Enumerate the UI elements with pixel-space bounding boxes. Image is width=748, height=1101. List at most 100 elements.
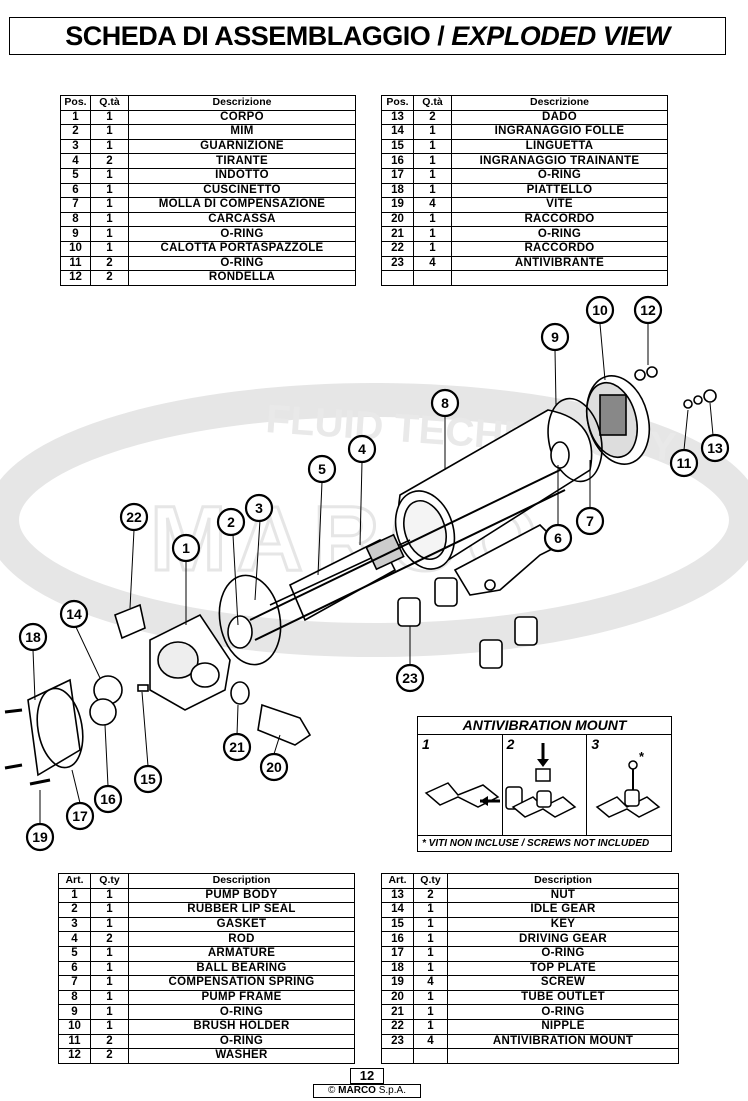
item-number: 17 <box>381 167 414 184</box>
key <box>137 684 149 692</box>
svg-text:23: 23 <box>402 670 418 686</box>
callout-20: 20 <box>259 752 289 782</box>
item-description: LINGUETTA <box>451 138 668 155</box>
svg-text:11: 11 <box>677 455 692 471</box>
page-number: 12 <box>350 1068 384 1084</box>
item-description: COMPENSATION SPRING <box>128 975 355 991</box>
svg-text:12: 12 <box>640 302 656 318</box>
item-number: 9 <box>58 1004 91 1020</box>
callout-5: 5 <box>307 454 337 484</box>
item-description: ROD <box>128 931 355 947</box>
item-quantity: 1 <box>90 975 129 991</box>
item-description: ANTIVIBRANTE <box>451 255 668 272</box>
item-description: VITE <box>451 197 668 213</box>
item-quantity: 1 <box>413 226 452 242</box>
page-title-box: SCHEDA DI ASSEMBLAGGIO / EXPLODED VIEW <box>9 17 726 55</box>
item-quantity: 2 <box>90 931 129 947</box>
item-number: 17 <box>381 945 414 962</box>
oring-11a <box>683 399 693 409</box>
item-quantity: 1 <box>413 945 448 962</box>
callout-12: 12 <box>633 295 663 325</box>
title-english: EXPLODED VIEW <box>451 20 670 51</box>
callout-7: 7 <box>575 506 605 536</box>
item-description: TUBE OUTLET <box>447 989 679 1006</box>
item-description: TOP PLATE <box>447 960 679 977</box>
lip-seal <box>227 615 253 649</box>
oring-21 <box>230 681 250 705</box>
oring-9 <box>547 397 603 483</box>
callout-1: 1 <box>171 533 201 563</box>
top-plate <box>27 678 81 777</box>
exploded-view-diagram: FLUID TECHNOLOGY MARCO <box>0 295 748 852</box>
item-quantity: 1 <box>90 240 129 257</box>
item-number: 13 <box>381 109 414 126</box>
item-quantity: 1 <box>413 124 452 140</box>
screw-3 <box>29 778 51 786</box>
table-row <box>381 270 668 286</box>
item-description: IDLE GEAR <box>447 902 679 918</box>
item-number: 23 <box>381 255 414 272</box>
item-number: 7 <box>60 197 91 213</box>
callout-11: 11 <box>669 448 699 478</box>
item-description: NUT <box>447 887 679 904</box>
table-row <box>381 1048 679 1064</box>
item-number: 21 <box>381 1004 414 1020</box>
item-quantity: 1 <box>413 211 452 228</box>
step-2-drawing <box>511 743 577 818</box>
item-quantity: 1 <box>90 167 129 184</box>
item-quantity: 1 <box>90 211 129 228</box>
item-description: O-RING <box>128 226 356 242</box>
column-header: Q.tà <box>90 95 129 111</box>
item-quantity: 1 <box>90 226 129 242</box>
item-description: NIPPLE <box>447 1018 679 1035</box>
item-number: 12 <box>60 270 91 286</box>
item-quantity: 1 <box>413 989 448 1006</box>
item-description: CUSCINETTO <box>128 182 356 199</box>
item-description: KEY <box>447 916 679 933</box>
antivibration-note: * VITI NON INCLUSE / SCREWS NOT INCLUDED <box>422 838 650 849</box>
item-number: 6 <box>60 182 91 199</box>
svg-text:8: 8 <box>441 395 449 411</box>
rod-2 <box>254 489 566 641</box>
item-number: 4 <box>58 931 91 947</box>
watermark <box>0 383 748 657</box>
callout-14: 14 <box>59 599 89 629</box>
svg-text:18: 18 <box>25 629 41 645</box>
oring-17 <box>36 687 84 769</box>
svg-text:2: 2 <box>227 514 235 530</box>
column-header: Pos. <box>381 95 414 111</box>
item-description: PIATTELLO <box>451 182 668 199</box>
svg-text:6: 6 <box>554 530 562 546</box>
item-quantity: 1 <box>90 109 129 126</box>
screw-asterisk: * <box>639 749 645 764</box>
parts-drawing <box>4 366 717 786</box>
svg-text:9: 9 <box>551 329 559 345</box>
item-number: 2 <box>58 902 91 918</box>
step-3-drawing: * <box>595 749 661 818</box>
column-header: Pos. <box>60 95 91 111</box>
item-number: 10 <box>58 1018 91 1035</box>
item-quantity: 1 <box>413 153 452 169</box>
copyright: © MARCO S.p.A. <box>313 1084 421 1098</box>
svg-text:20: 20 <box>266 759 282 775</box>
item-quantity: 1 <box>413 916 448 933</box>
item-number: 21 <box>381 226 414 242</box>
svg-text:15: 15 <box>140 771 156 787</box>
item-description: RACCORDO <box>451 240 668 257</box>
item-description: WASHER <box>128 1048 355 1064</box>
item-description: GASKET <box>128 916 355 933</box>
